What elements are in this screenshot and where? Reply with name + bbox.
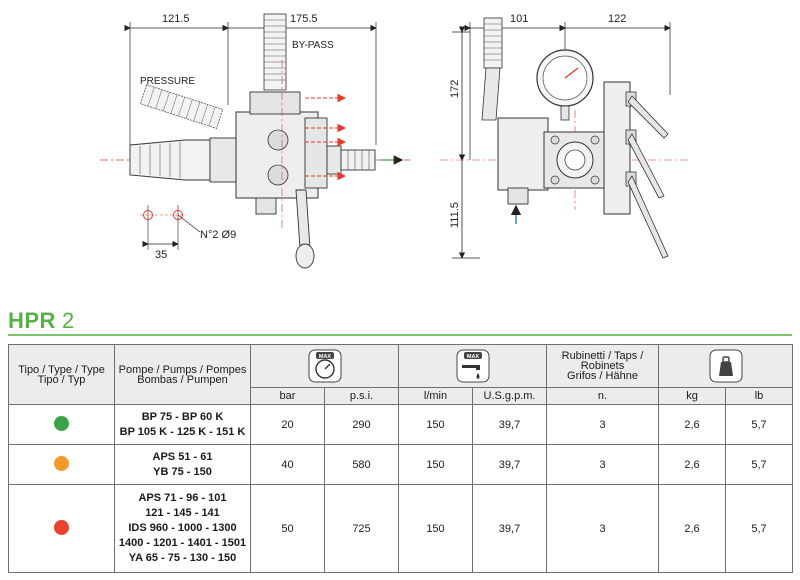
unit-taps: n. [546, 387, 659, 405]
front-view: 101 122 172 111.5 [440, 13, 690, 259]
pressure-label: PRESSURE [140, 76, 195, 87]
spec-table: Tipo / Type / Type Tipo / Typ Pompe / Pu… [8, 344, 793, 573]
type-cell [8, 484, 115, 573]
side-view: 121.5 175.5 BY-PASS PRESSURE [100, 13, 410, 269]
unit-bar: bar [250, 387, 325, 405]
unit-usgpm: U.S.g.p.m. [472, 387, 547, 405]
dim-right-a: 101 [510, 13, 528, 25]
type-cell [8, 404, 115, 445]
usgpm-cell: 39,7 [472, 444, 547, 485]
psi-cell: 725 [324, 484, 399, 573]
unit-psi: p.s.i. [324, 387, 399, 405]
dim-center-width: 175.5 [290, 13, 318, 25]
header-flow: MAX [398, 344, 547, 388]
pumps-cell: APS 71 - 96 - 101 121 - 145 - 141 IDS 96… [114, 484, 251, 573]
weight-icon [709, 349, 742, 383]
unit-lb: lb [725, 387, 793, 405]
taps-cell: 3 [546, 484, 659, 573]
kg-cell: 2,6 [658, 484, 726, 573]
usgpm-cell: 39,7 [472, 484, 547, 573]
header-pressure: MAX [250, 344, 399, 388]
unit-lmin: l/min [398, 387, 473, 405]
dim-right-b: 122 [608, 13, 626, 25]
dim-height-top: 172 [449, 80, 461, 98]
lb-cell: 5,7 [725, 404, 793, 445]
header-pumps: Pompe / Pumps / Pompes Bombas / Pumpen [114, 344, 251, 405]
lmin-cell: 150 [398, 444, 473, 485]
technical-drawing: 121.5 175.5 BY-PASS PRESSURE [100, 13, 690, 269]
flow-max-label: MAX [466, 354, 479, 360]
pressure-gauge-icon: MAX [308, 349, 341, 383]
lmin-cell: 150 [398, 404, 473, 445]
type-dot-green [54, 415, 69, 431]
header-taps: Rubinetti / Taps / Robinets Grifos / Häh… [546, 344, 659, 388]
title-divider [8, 334, 792, 336]
table-row: BP 75 - BP 60 K BP 105 K - 125 K - 151 K… [8, 404, 793, 445]
lb-cell: 5,7 [725, 444, 793, 485]
lmin-cell: 150 [398, 484, 473, 573]
type-dot-red [54, 519, 69, 535]
kg-cell: 2,6 [658, 444, 726, 485]
product-number: 2 [61, 308, 75, 333]
dim-hole-spacing: 35 [155, 249, 167, 261]
usgpm-cell: 39,7 [472, 404, 547, 445]
pressure-max-label: MAX [318, 354, 331, 360]
table-header-row: Tipo / Type / Type Tipo / Typ Pompe / Pu… [8, 344, 793, 405]
kg-cell: 2,6 [658, 404, 726, 445]
psi-cell: 290 [324, 404, 399, 445]
psi-cell: 580 [324, 444, 399, 485]
bar-cell: 50 [250, 484, 325, 573]
bar-cell: 40 [250, 444, 325, 485]
table-units-row: bar p.s.i. l/min U.S.g.p.m. n. kg lb [9, 387, 793, 405]
type-dot-orange [54, 455, 69, 471]
bypass-label: BY-PASS [292, 40, 334, 51]
table-row: APS 71 - 96 - 101 121 - 145 - 141 IDS 96… [8, 484, 793, 573]
type-cell [8, 444, 115, 485]
product-title: HPR 2 [8, 308, 74, 334]
header-weight [658, 344, 793, 388]
holes-label: N°2 Ø9 [200, 229, 236, 241]
table-row: APS 51 - 61 YB 75 - 150 40 580 150 39,7 … [8, 444, 793, 485]
bar-cell: 20 [250, 404, 325, 445]
pumps-cell: BP 75 - BP 60 K BP 105 K - 125 K - 151 K [114, 404, 251, 445]
taps-cell: 3 [546, 404, 659, 445]
product-name: HPR [8, 308, 56, 333]
taps-cell: 3 [546, 444, 659, 485]
flow-faucet-icon: MAX [456, 349, 489, 383]
header-type: Tipo / Type / Type Tipo / Typ [8, 344, 115, 405]
dim-height-bottom: 111.5 [449, 202, 461, 228]
dim-left-width: 121.5 [162, 13, 190, 25]
pumps-cell: APS 51 - 61 YB 75 - 150 [114, 444, 251, 485]
unit-kg: kg [658, 387, 726, 405]
lb-cell: 5,7 [725, 484, 793, 573]
